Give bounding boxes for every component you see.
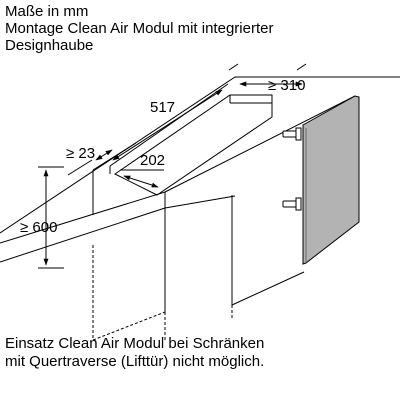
- label-depth: ≥ 310: [268, 77, 305, 94]
- footer-line-1: Einsatz Clean Air Modul bei Schränken: [5, 335, 265, 352]
- footer-note: Einsatz Clean Air Modul bei Schränken mi…: [5, 335, 395, 371]
- dimension-front-distance: [67, 142, 137, 215]
- label-cutout-width: 517: [150, 99, 175, 116]
- dimension-height: [38, 166, 64, 269]
- dimension-depth: [228, 63, 307, 87]
- header-text: Maße in mm Montage Clean Air Modul mit i…: [5, 3, 395, 54]
- footer-line-2: mit Quertraverse (Lifttür) nicht möglich…: [5, 353, 265, 370]
- dimension-cutout-depth: [120, 169, 164, 188]
- title-line-2: Designhaube: [5, 37, 94, 54]
- label-height: ≥ 600: [20, 219, 57, 236]
- cabinet-body: [164, 195, 305, 312]
- worktop: [0, 76, 400, 263]
- label-cutout-depth: 202: [140, 152, 165, 169]
- door-hinges: [282, 127, 302, 211]
- title-line-1: Montage Clean Air Modul mit integrierter: [5, 20, 274, 37]
- units-note: Maße in mm: [5, 3, 89, 20]
- dimension-cutout-width: [109, 83, 229, 174]
- label-front-distance: ≥ 23: [66, 145, 95, 162]
- worktop-cutout: [114, 94, 273, 196]
- hidden-edges: [92, 245, 233, 341]
- cabinet-door: [302, 95, 360, 265]
